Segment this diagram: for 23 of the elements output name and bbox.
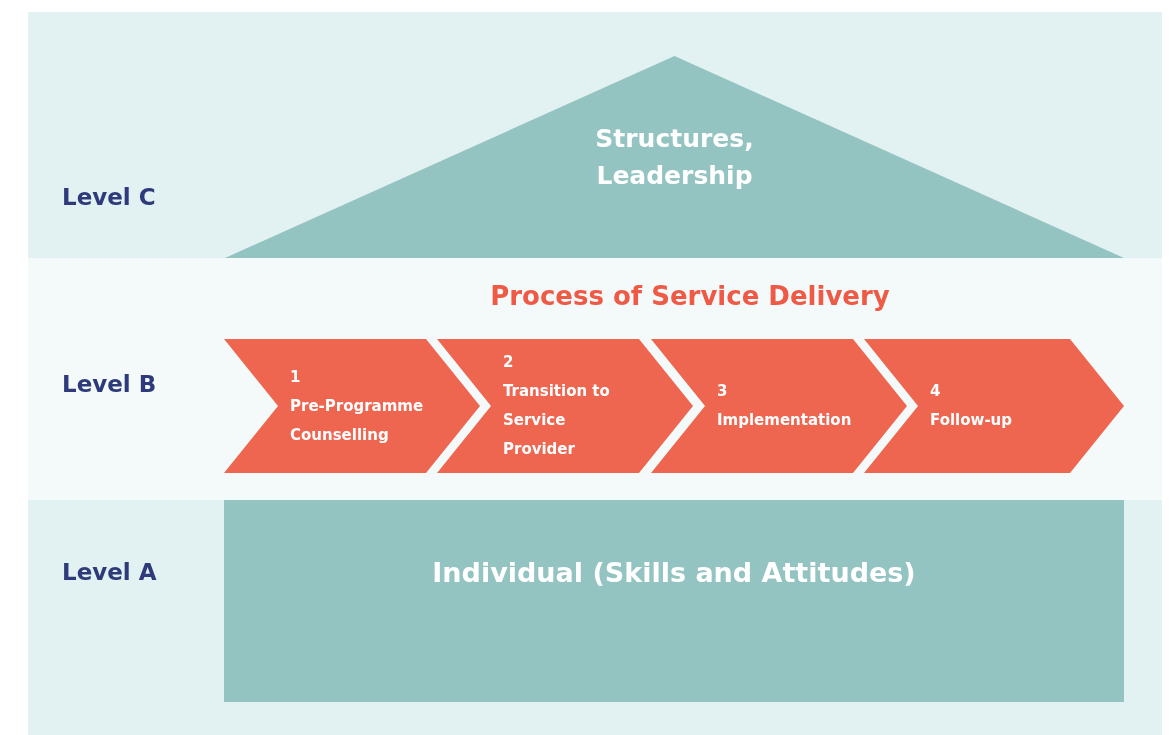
level-label: Level B bbox=[62, 370, 157, 399]
step-number: 2 bbox=[503, 352, 515, 373]
process-step bbox=[437, 339, 693, 473]
roof-triangle bbox=[225, 56, 1124, 258]
step-number: 4 bbox=[930, 381, 942, 402]
level-band bbox=[28, 258, 1162, 500]
section-heading: Process of Service Delivery bbox=[489, 281, 891, 311]
foundation-label: Individual (Skills and Attitudes) bbox=[431, 556, 917, 590]
step-label: Implementation bbox=[717, 410, 853, 431]
level-band bbox=[28, 500, 1162, 735]
process-step bbox=[651, 339, 907, 473]
level-label: Level A bbox=[62, 558, 157, 587]
process-step bbox=[224, 339, 480, 473]
step-number: 1 bbox=[290, 366, 302, 388]
foundation-block bbox=[224, 500, 1124, 702]
step-number: 3 bbox=[717, 381, 729, 402]
roof-label: Structures, Leadership bbox=[594, 123, 755, 192]
process-step bbox=[864, 339, 1124, 473]
step-label: Follow-up bbox=[930, 410, 1014, 431]
step-label: Transition to Service Provider bbox=[503, 381, 611, 460]
level-band bbox=[28, 12, 1162, 258]
level-label: Level C bbox=[62, 183, 156, 212]
step-label: Pre-Programme Counselling bbox=[290, 395, 425, 446]
